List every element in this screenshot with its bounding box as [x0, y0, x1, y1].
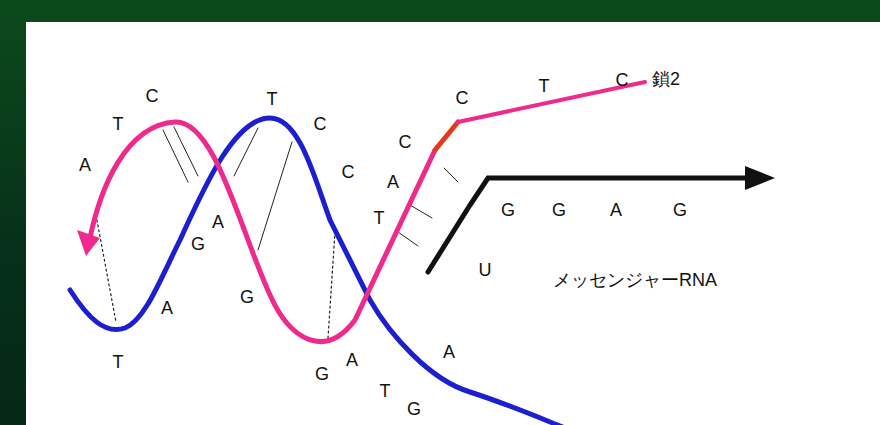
strand-label: 鎖2: [652, 70, 680, 88]
bond-line: [398, 232, 418, 246]
base-letter: A: [79, 156, 91, 174]
bond-line: [163, 130, 188, 182]
dna-strand-2: [90, 122, 435, 342]
base-letter: A: [443, 343, 455, 361]
bond-line: [174, 127, 198, 176]
base-letter: A: [610, 201, 622, 219]
base-letter: C: [314, 115, 327, 133]
base-letter: A: [212, 213, 224, 231]
base-letter: T: [539, 77, 550, 95]
base-letter: T: [374, 209, 385, 227]
base-letter: G: [673, 201, 687, 219]
mrna-strand: [428, 178, 752, 272]
base-letter: G: [552, 201, 566, 219]
base-letter: G: [315, 365, 329, 383]
base-letter: G: [501, 201, 515, 219]
base-letter: T: [267, 90, 278, 108]
base-letter: A: [346, 351, 358, 369]
bond-line: [258, 142, 292, 250]
base-letter: A: [161, 299, 173, 317]
strand-arrowhead: [77, 230, 100, 256]
base-letter: C: [146, 87, 159, 105]
dna-strand-1: [70, 118, 565, 425]
base-letter: C: [342, 163, 355, 181]
base-letter: G: [240, 288, 254, 306]
bond-line: [444, 168, 458, 182]
base-letter: T: [113, 115, 124, 133]
bond-line: [410, 205, 432, 218]
base-letter: C: [456, 89, 469, 107]
base-letter: U: [479, 261, 492, 279]
base-letter: C: [616, 71, 629, 89]
base-letter: G: [191, 235, 205, 253]
base-letter: T: [380, 382, 391, 400]
base-letter: T: [113, 353, 124, 371]
mrna-arrowhead: [745, 166, 775, 190]
base-letter: G: [407, 400, 421, 418]
white-panel: [26, 22, 880, 425]
mrna-label: メッセンジャーRNA: [553, 271, 717, 289]
base-letter: A: [387, 173, 399, 191]
bond-line: [328, 232, 335, 338]
strand-open-segment: [435, 122, 458, 150]
base-letter: C: [399, 133, 412, 151]
bond-line: [96, 215, 116, 322]
